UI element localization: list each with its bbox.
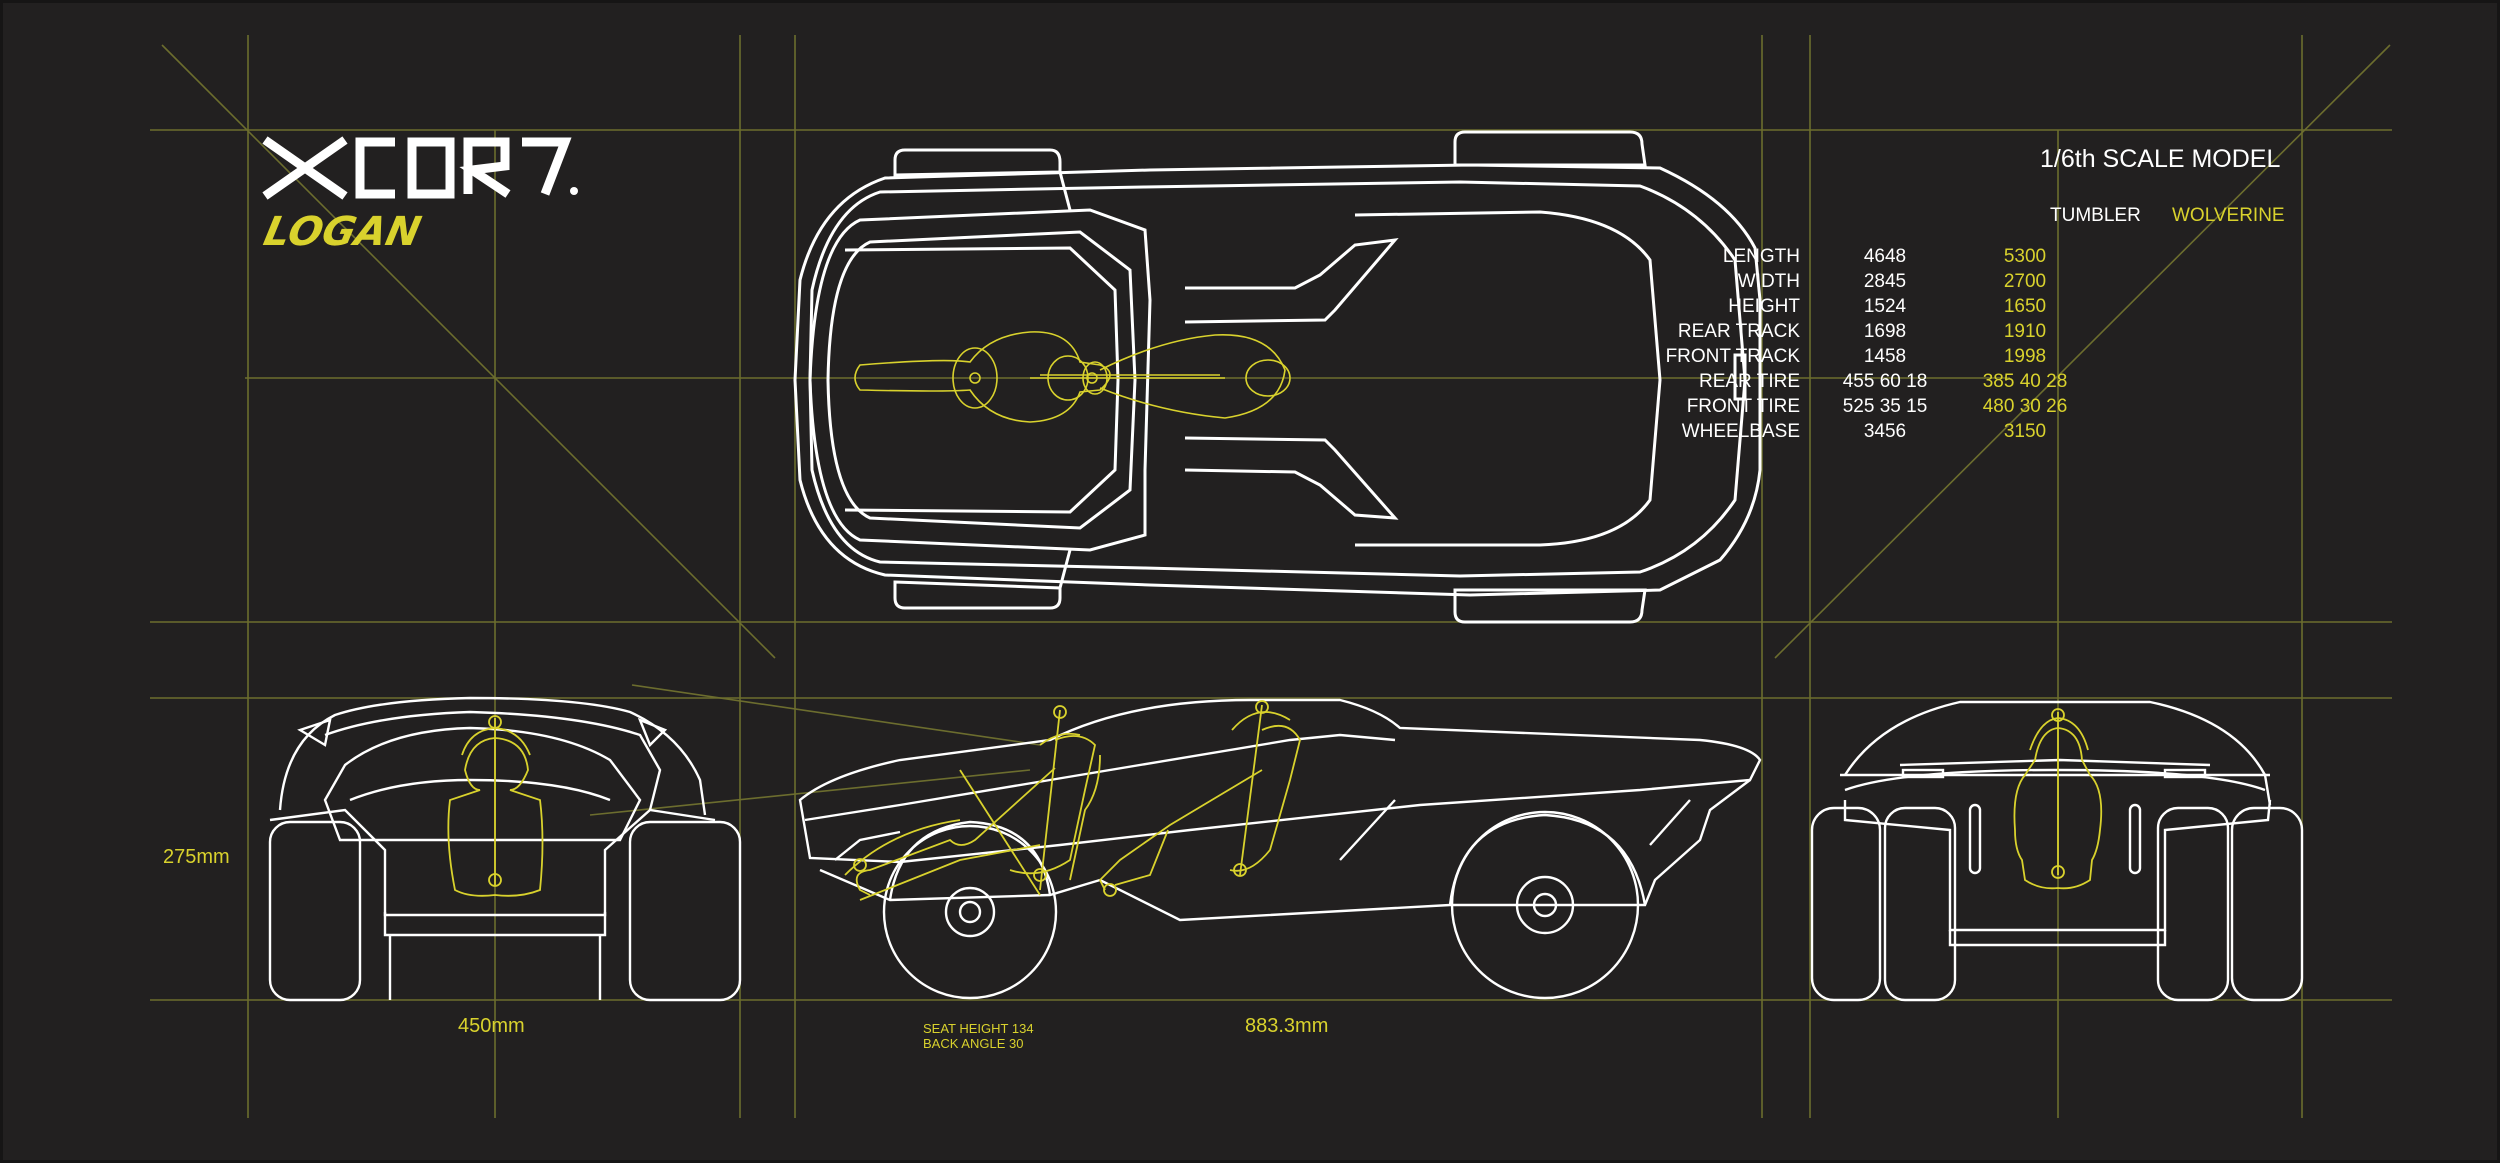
spec-label: REAR TRACK xyxy=(1677,321,1800,342)
spec-value-wolverine: 1910 xyxy=(2003,321,2047,342)
spec-title: 1/6th SCALE MODEL xyxy=(2040,145,2281,173)
column-header-wolverine: WOLVERINE xyxy=(2172,205,2285,226)
spec-value-tumbler: 2845 xyxy=(1863,271,1907,292)
spec-label: REAR TIRE xyxy=(1698,371,1800,392)
spec-value-tumbler: 1458 xyxy=(1863,346,1907,367)
spec-label: FRONT TIRE xyxy=(1686,396,1800,417)
length-dimension-label: 883.3mm xyxy=(1245,1015,1329,1037)
logan-model-logo: LOGAN xyxy=(260,207,425,254)
back-angle-note: BACK ANGLE 30 xyxy=(923,1036,1024,1051)
spec-value-tumbler: 1698 xyxy=(1863,321,1907,342)
spec-label: HEIGHT xyxy=(1728,296,1800,317)
spec-value-tumbler: 4648 xyxy=(1863,246,1907,267)
spec-value-tumbler: 1524 xyxy=(1863,296,1907,317)
top-view-vehicle xyxy=(793,130,1762,624)
side-view-mannequins xyxy=(844,700,1301,901)
rear-view-vehicle xyxy=(1810,700,2304,1002)
side-view-vehicle xyxy=(798,698,1762,1000)
width-dimension-label: 450mm xyxy=(458,1015,525,1037)
spec-label: FRONT TRACK xyxy=(1665,346,1800,367)
construction-grid xyxy=(150,35,2392,1118)
spec-value-tumbler: 455 60 18 xyxy=(1842,371,1928,392)
front-view-mannequin xyxy=(447,715,544,897)
spec-label: WHEELBASE xyxy=(1681,421,1800,442)
spec-value-wolverine: 1650 xyxy=(2003,296,2047,317)
spec-value-tumbler: 525 35 15 xyxy=(1842,396,1928,417)
spec-value-wolverine: 1998 xyxy=(2003,346,2047,367)
front-view-vehicle xyxy=(268,696,742,1002)
spec-value-tumbler: 3456 xyxy=(1863,421,1907,442)
rear-view-mannequin xyxy=(2013,708,2103,890)
spec-label: LENGTH xyxy=(1722,246,1800,267)
column-header-tumbler: TUMBLER xyxy=(2050,205,2141,226)
spec-value-wolverine: 3150 xyxy=(2003,421,2047,442)
xcort-logo-mark xyxy=(262,136,578,200)
spec-value-wolverine: 385 40 28 xyxy=(1982,371,2068,392)
spec-label: WIDTH xyxy=(1737,271,1800,292)
height-dimension-label: 275mm xyxy=(163,846,230,868)
spec-value-wolverine: 2700 xyxy=(2003,271,2047,292)
spec-value-wolverine: 5300 xyxy=(2003,246,2047,267)
top-view-mannequins xyxy=(854,331,1291,423)
seat-height-note: SEAT HEIGHT 134 xyxy=(923,1021,1034,1036)
spec-value-wolverine: 480 30 26 xyxy=(1982,396,2068,417)
